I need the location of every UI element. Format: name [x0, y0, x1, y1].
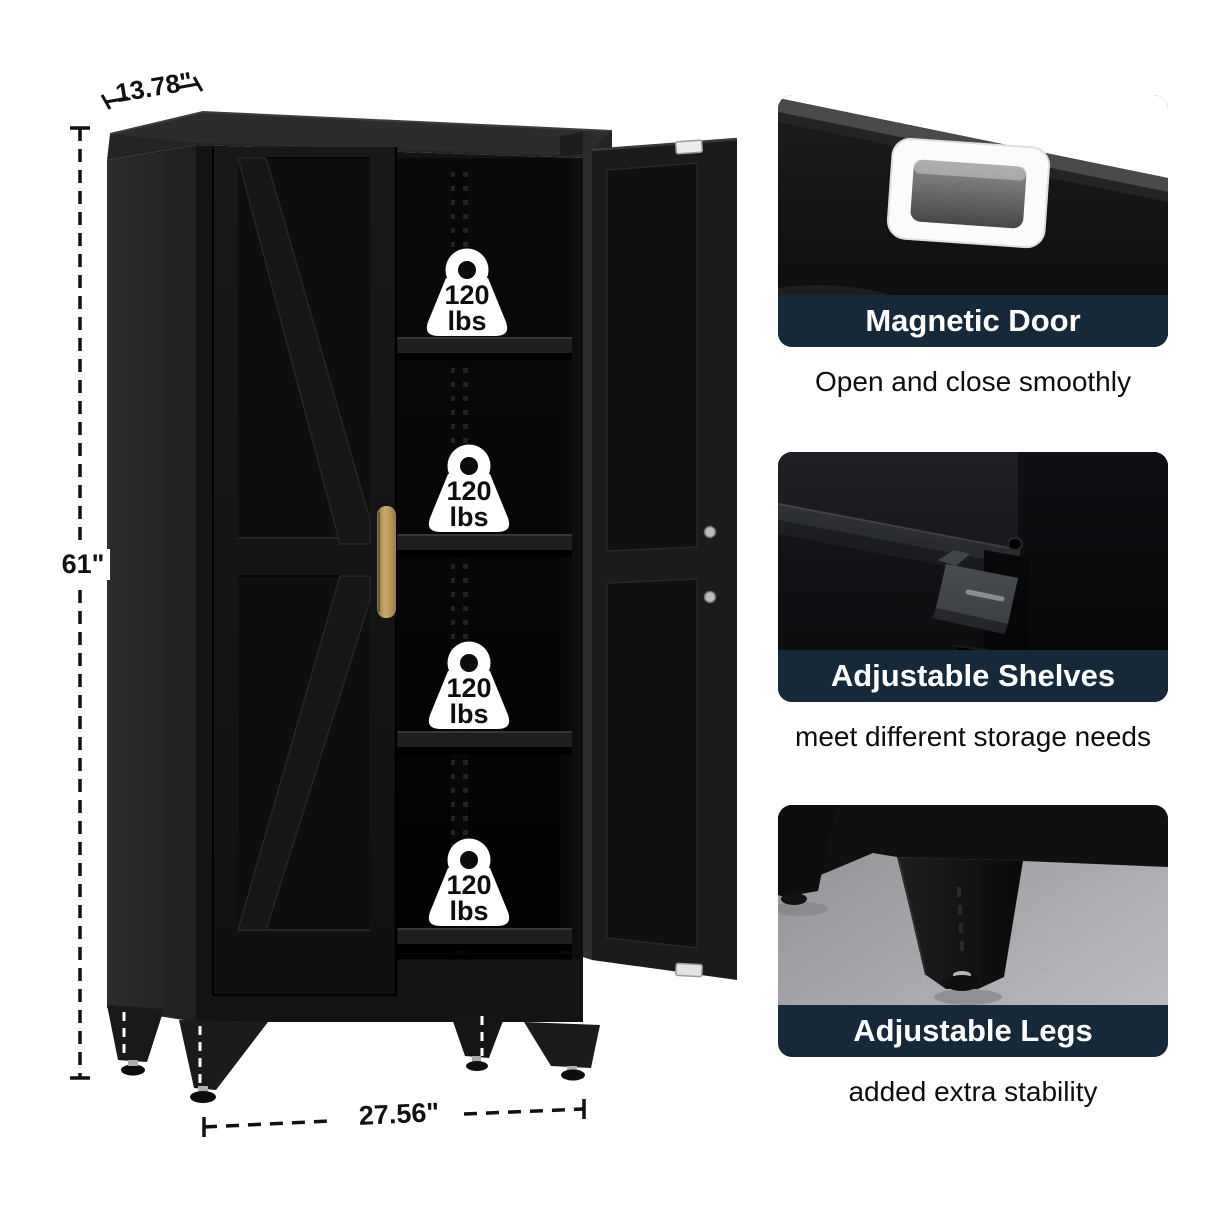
magnetic-latch-top-icon: [674, 139, 704, 155]
feature-caption: Adjustable Shelves: [778, 650, 1168, 702]
cabinet-legs: [107, 1005, 600, 1103]
cabinet-interior: [397, 158, 583, 960]
weight-badge-value: 120: [446, 476, 491, 506]
cabinet-top: [107, 110, 613, 162]
weight-badge-value: 120: [444, 280, 489, 310]
height-dimension-line: [70, 126, 90, 1080]
feature-caption: Magnetic Door: [778, 295, 1168, 347]
cabinet-illustration: 120 lbs 120 lbs 120 lbs 120 lbs: [70, 76, 738, 1137]
door-handle: [377, 506, 396, 618]
weight-capacity-icon: 120 lbs: [426, 248, 508, 336]
shelf-1: [397, 337, 572, 360]
width-dimension-line: [202, 1099, 586, 1137]
width-dimension-label: 27.56": [333, 1096, 465, 1133]
weight-capacity-icon: 120 lbs: [428, 444, 510, 532]
feature-subtitle: Open and close smoothly: [815, 366, 1131, 397]
feature-card-adjustable-shelves: Adjustable Shelves: [778, 452, 1168, 702]
leg-front-left: [179, 1020, 268, 1090]
shelf-4: [397, 928, 572, 951]
leg-back-right: [449, 1010, 506, 1058]
lock-screw-icon: [703, 525, 717, 539]
shelf-3: [397, 731, 572, 754]
leg-front-right: [524, 1022, 600, 1068]
adjustable-foot-icon: [945, 971, 979, 991]
door-brace-upper: [237, 157, 371, 545]
left-door: [212, 147, 398, 997]
lock-screw-icon: [703, 590, 717, 604]
feature-subtitle: added extra stability: [848, 1076, 1098, 1107]
door-handle-recess: [886, 137, 1051, 249]
shelf-track: [451, 166, 468, 954]
weight-capacity-icon: 120 lbs: [428, 838, 510, 926]
weight-badge-value: 120: [446, 673, 491, 703]
cabinet-left-side: [107, 145, 196, 1022]
weight-capacity-icon: 120 lbs: [428, 641, 510, 729]
weight-badge-unit: lbs: [449, 502, 488, 532]
shelf-2: [397, 534, 572, 557]
weight-badge-unit: lbs: [449, 699, 488, 729]
feature-caption: Adjustable Legs: [778, 1005, 1168, 1057]
height-dimension-label: 61": [56, 549, 110, 580]
depth-dimension-line: [100, 76, 204, 110]
magnetic-latch-bottom-icon: [675, 962, 703, 978]
leg-back-left: [107, 1005, 164, 1062]
weight-badge-value: 120: [446, 870, 491, 900]
feature-card-adjustable-legs: Adjustable Legs: [778, 805, 1168, 1057]
weight-badge-unit: lbs: [449, 896, 488, 926]
door-brace-lower: [237, 575, 371, 931]
feature-subtitle: meet different storage needs: [795, 721, 1151, 752]
weight-badge-unit: lbs: [447, 306, 486, 336]
feature-card-magnetic-door: Magnetic Door: [778, 95, 1168, 347]
open-door: [583, 137, 738, 980]
